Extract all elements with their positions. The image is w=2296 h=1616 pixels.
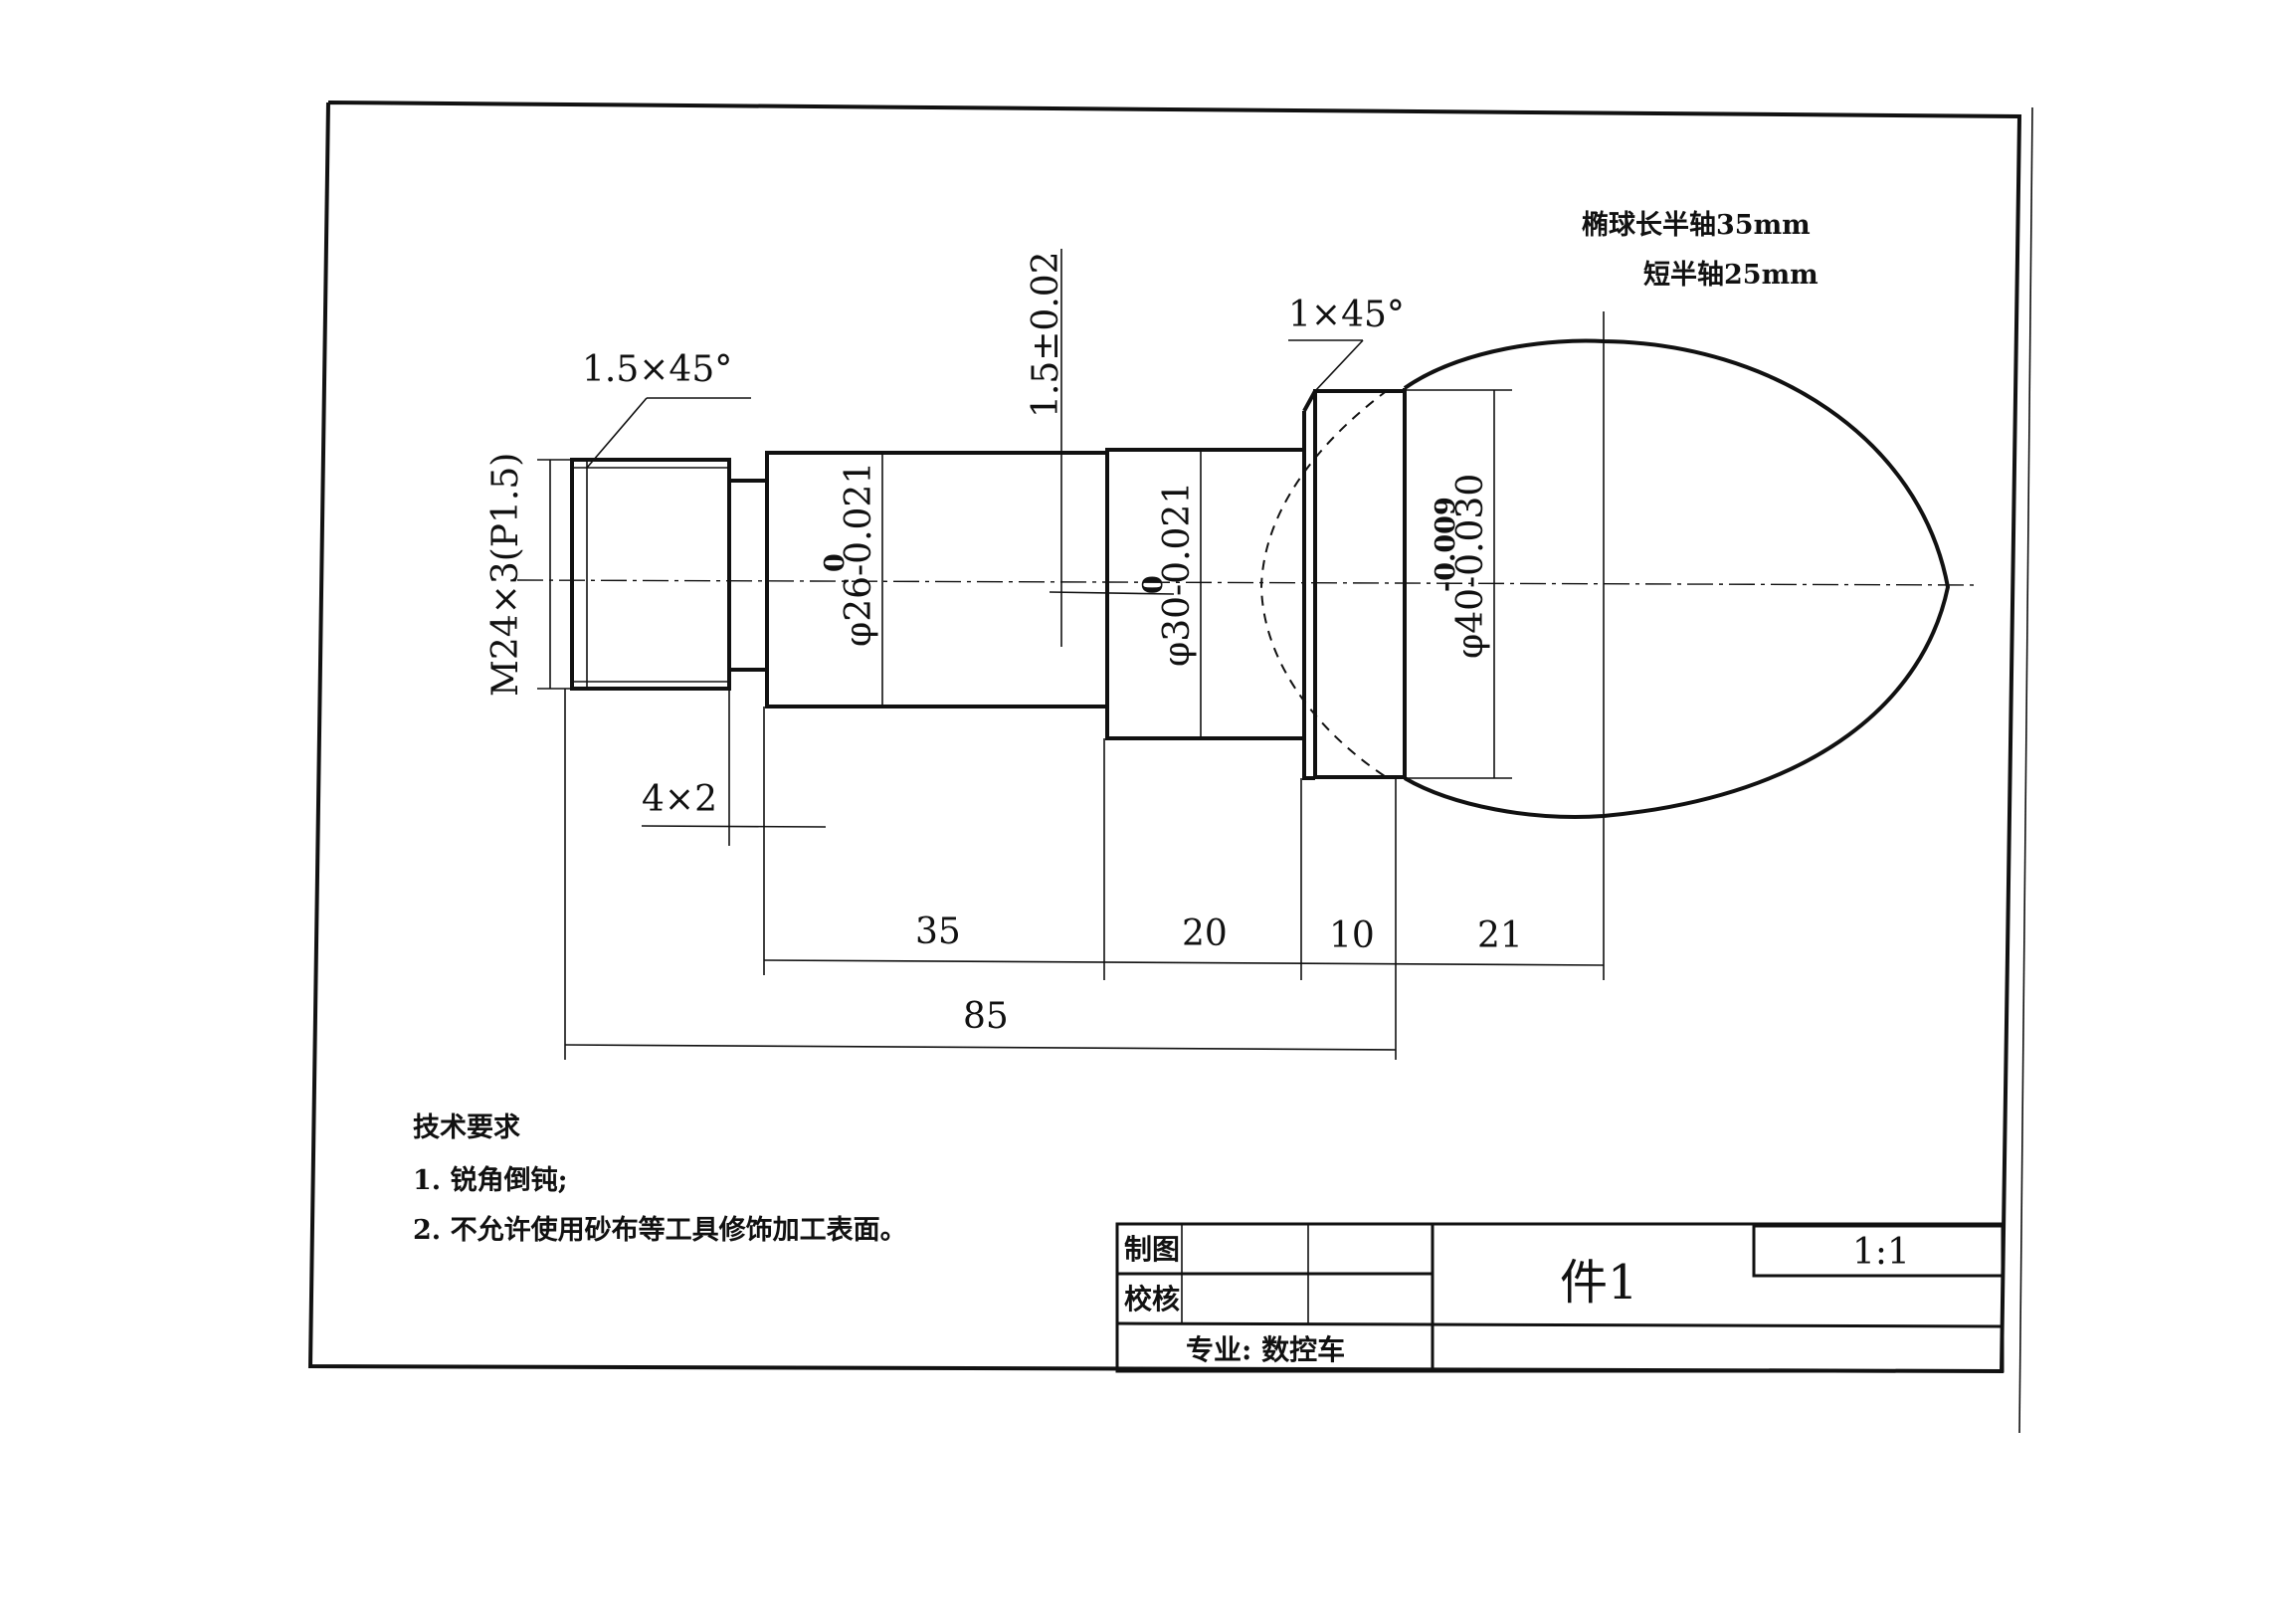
diam-26-label: φ26-0.021 xyxy=(839,462,879,647)
diam-40-upper: -0.009 xyxy=(1431,497,1461,592)
checked-by-label: 校核 xyxy=(1124,1283,1180,1315)
major-label: 专业: 数控车 xyxy=(1186,1333,1345,1366)
chamfer-right-label: 1×45° xyxy=(1288,295,1405,335)
diam-40-label: φ40-0.030 xyxy=(1450,474,1491,659)
len-10-label: 10 xyxy=(1329,915,1375,956)
thread-label: M24×3(P1.5) xyxy=(485,453,526,697)
dimension-lines xyxy=(537,249,1605,1060)
len-20-label: 20 xyxy=(1182,913,1228,954)
len-21-label: 21 xyxy=(1477,915,1523,956)
part-profile xyxy=(570,338,1951,819)
drawn-by-label: 制图 xyxy=(1124,1233,1180,1266)
diam-26-upper: 0 xyxy=(820,553,851,572)
tech-req-item-1: 1. 锐角倒钝; xyxy=(413,1164,568,1196)
title-block xyxy=(1115,1222,2005,1373)
diam-30-upper: 0 xyxy=(1138,575,1169,594)
groove-label: 4×2 xyxy=(642,779,717,820)
scale-value: 1:1 xyxy=(1852,1232,1910,1273)
len-35-label: 35 xyxy=(915,911,961,952)
part-centerline xyxy=(516,579,1976,586)
tech-req-title: 技术要求 xyxy=(413,1112,520,1143)
part-name: 件1 xyxy=(1560,1255,1638,1311)
ellipse-note-minor: 短半轴25mm xyxy=(1643,260,1818,291)
step-tolerance-label: 1.5±0.02 xyxy=(1026,251,1066,418)
tech-requirements: 技术要求 1. 锐角倒钝; 2. 不允许使用砂布等工具修饰加工表面。 xyxy=(413,1112,907,1246)
chamfer-left-label: 1.5×45° xyxy=(582,349,732,390)
diam-30-label: φ30-0.021 xyxy=(1157,482,1198,667)
ellipse-note-major: 椭球长半轴35mm xyxy=(1582,210,1811,241)
len-85-label: 85 xyxy=(963,996,1009,1037)
tech-req-item-2: 2. 不允许使用砂布等工具修饰加工表面。 xyxy=(413,1214,907,1246)
